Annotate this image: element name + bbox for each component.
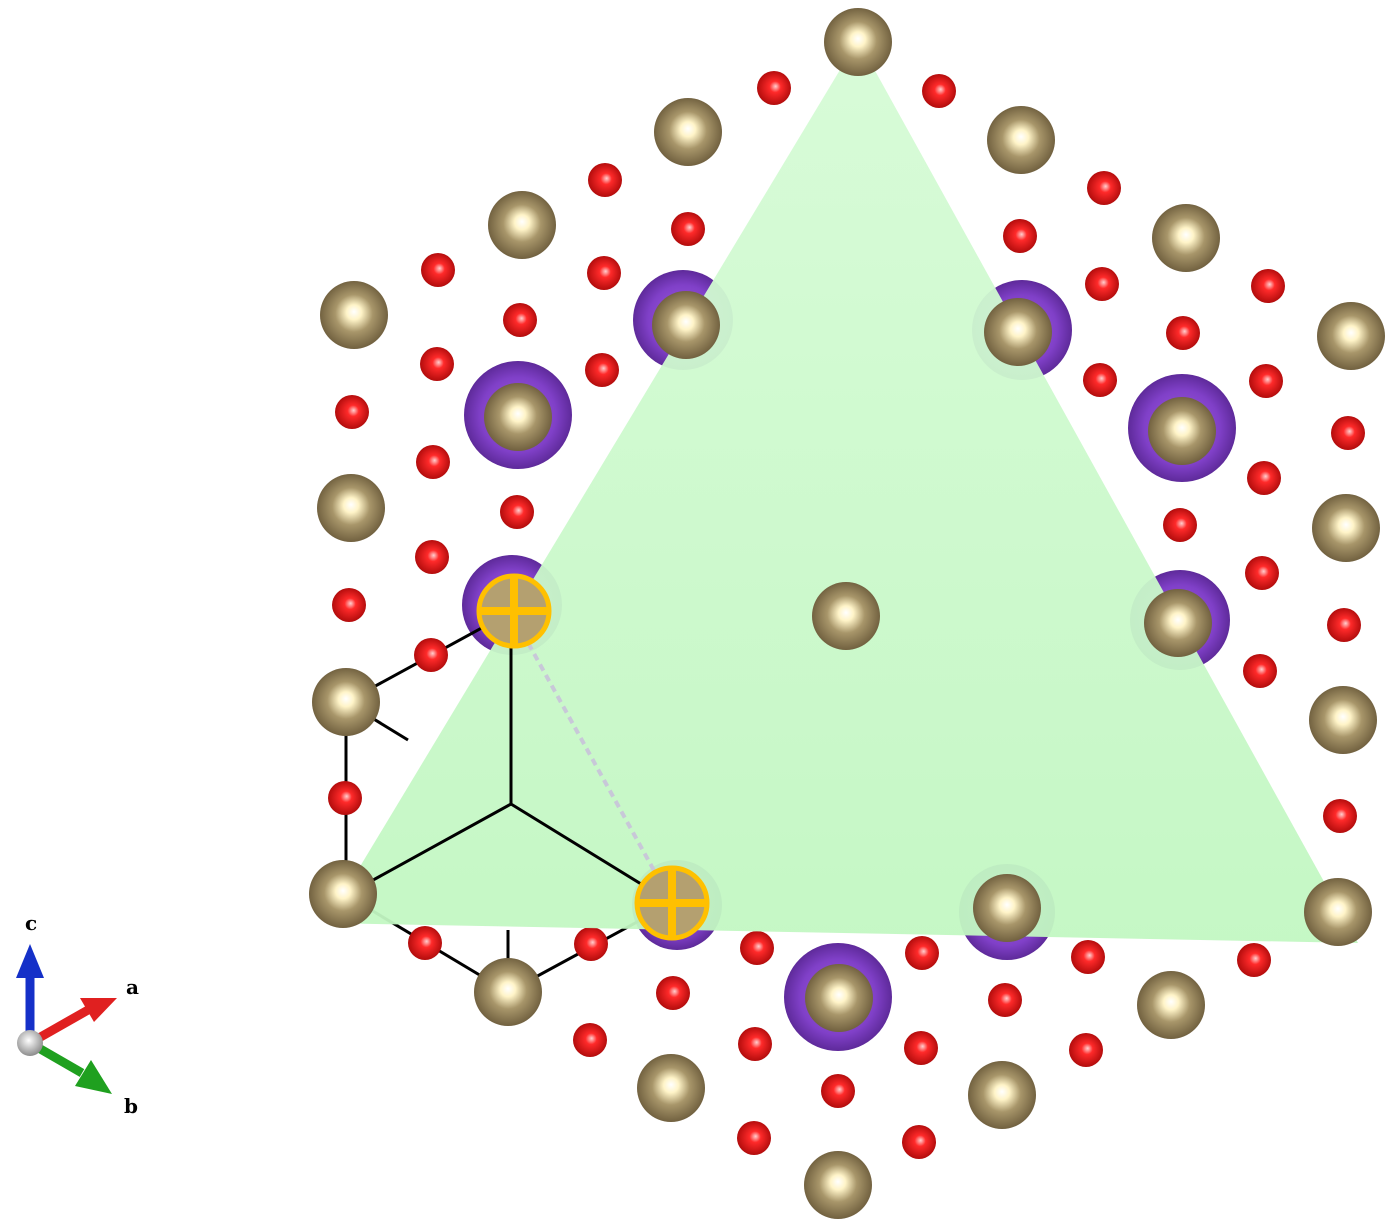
metal-atom	[312, 668, 380, 736]
oxygen-atom	[587, 256, 621, 290]
metal-atom	[1144, 589, 1212, 657]
oxygen-atom	[821, 1074, 855, 1108]
metal-atom	[984, 298, 1052, 366]
oxygen-atom	[1085, 267, 1119, 301]
metal-atom	[1148, 397, 1216, 465]
oxygen-atom	[902, 1125, 936, 1159]
metal-atom	[987, 106, 1055, 174]
oxygen-atom	[656, 976, 690, 1010]
metal-atom	[320, 281, 388, 349]
metal-atom	[317, 474, 385, 542]
axis-triad: c a b	[16, 911, 139, 1118]
c-axis-arrowhead	[16, 944, 44, 978]
measurement-dashed-line	[509, 611, 674, 904]
metal-atom	[1152, 204, 1220, 272]
oxygen-atom	[335, 395, 369, 429]
oxygen-atom	[1243, 654, 1277, 688]
oxygen-atom	[415, 540, 449, 574]
oxygen-atom	[585, 353, 619, 387]
oxygen-atom	[1003, 219, 1037, 253]
metal-atom	[804, 1151, 872, 1219]
metal-atom	[1317, 302, 1385, 370]
oxygen-atom	[420, 347, 454, 381]
oxygen-atom	[574, 927, 608, 961]
oxygen-atom	[1323, 799, 1357, 833]
oxygen-atom	[738, 1027, 772, 1061]
oxygen-atom	[1166, 316, 1200, 350]
c-axis-label: c	[25, 911, 37, 935]
metal-atom	[309, 860, 377, 928]
oxygen-atom	[922, 74, 956, 108]
oxygen-atom	[1247, 461, 1281, 495]
oxygen-atom	[904, 1031, 938, 1065]
metal-atom	[484, 383, 552, 451]
metal-atom	[805, 964, 873, 1032]
selected-atoms[interactable]	[476, 573, 710, 941]
oxygen-atom	[588, 163, 622, 197]
axis-origin-sphere	[17, 1030, 43, 1056]
metal-atom	[968, 1061, 1036, 1129]
oxygen-atom	[1249, 364, 1283, 398]
oxygen-atom	[988, 983, 1022, 1017]
metal-atom	[812, 582, 880, 650]
selection-cross-marker	[636, 867, 708, 939]
oxygen-atom	[573, 1023, 607, 1057]
metal-atom	[1304, 878, 1372, 946]
selection-cross-marker	[478, 575, 550, 647]
oxygen-atom	[1245, 556, 1279, 590]
a-axis-label: a	[126, 975, 139, 999]
metal-atom	[824, 8, 892, 76]
atoms-behind-plane	[312, 71, 1385, 1219]
oxygen-atom	[737, 1121, 771, 1155]
oxygen-atom	[1087, 171, 1121, 205]
oxygen-atom	[328, 781, 362, 815]
oxygen-atom	[1237, 943, 1271, 977]
metal-atom	[637, 1054, 705, 1122]
metal-atom	[973, 874, 1041, 942]
oxygen-atom	[503, 303, 537, 337]
a-axis-arrowhead	[80, 998, 117, 1022]
oxygen-atom	[408, 926, 442, 960]
oxygen-atom	[416, 445, 450, 479]
oxygen-atom	[757, 71, 791, 105]
oxygen-atom	[1069, 1033, 1103, 1067]
b-axis-label: b	[124, 1094, 138, 1118]
oxygen-atom	[1331, 416, 1365, 450]
oxygen-atom	[332, 588, 366, 622]
oxygen-atom	[671, 212, 705, 246]
selected-atom[interactable]	[476, 573, 552, 649]
oxygen-atom	[1163, 508, 1197, 542]
b-axis-arrowhead	[75, 1060, 112, 1094]
oxygen-atom	[1327, 608, 1361, 642]
metal-atom	[1312, 494, 1380, 562]
selected-atom[interactable]	[634, 865, 710, 941]
atoms-in-front-of-plane	[309, 8, 1372, 1032]
metal-atom	[474, 958, 542, 1026]
metal-atom	[1137, 971, 1205, 1039]
oxygen-atom	[1071, 940, 1105, 974]
oxygen-atom	[1251, 269, 1285, 303]
oxygen-atom	[905, 936, 939, 970]
metal-atom	[488, 191, 556, 259]
oxygen-atom	[1083, 363, 1117, 397]
metal-atom	[654, 98, 722, 166]
oxygen-atom	[740, 931, 774, 965]
oxygen-atom	[500, 495, 534, 529]
oxygen-atom	[414, 638, 448, 672]
lattice-plane[interactable]	[326, 40, 1358, 943]
oxygen-atom	[421, 253, 455, 287]
metal-atom	[652, 291, 720, 359]
metal-atom	[1309, 686, 1377, 754]
